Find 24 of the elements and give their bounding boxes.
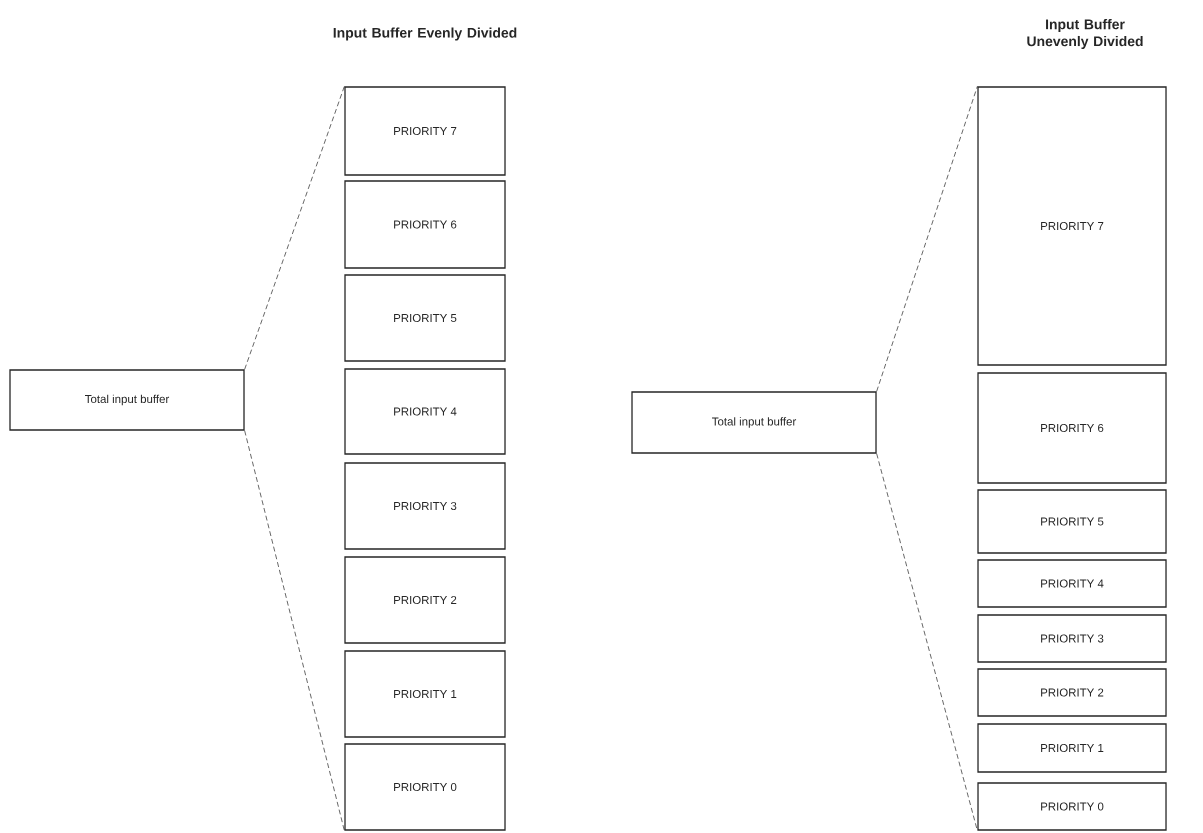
buffer-box: Total input buffer (9, 369, 245, 431)
buffer-box: PRIORITY 6 (344, 180, 506, 269)
buffer-box: PRIORITY 0 (344, 743, 506, 831)
zoom-line (876, 453, 978, 831)
buffer-box: PRIORITY 6 (977, 372, 1167, 484)
column-heading: Input Buffer Evenly Divided (333, 27, 517, 41)
buffer-box: PRIORITY 7 (977, 86, 1167, 366)
zoom-line (244, 430, 345, 831)
buffer-box: PRIORITY 2 (977, 668, 1167, 717)
buffer-box: PRIORITY 0 (977, 782, 1167, 831)
buffer-box: PRIORITY 2 (344, 556, 506, 644)
buffer-box: PRIORITY 3 (977, 614, 1167, 663)
buffer-box: PRIORITY 1 (344, 650, 506, 738)
buffer-box: PRIORITY 5 (344, 274, 506, 362)
buffer-box: PRIORITY 4 (977, 559, 1167, 608)
buffer-box: Total input buffer (631, 391, 877, 454)
buffer-box: PRIORITY 1 (977, 723, 1167, 773)
buffer-box: PRIORITY 5 (977, 489, 1167, 554)
buffer-box: PRIORITY 3 (344, 462, 506, 550)
zoom-line (244, 86, 345, 370)
zoom-line (876, 86, 978, 392)
column-heading: Input Buffer Unevenly Divided (1027, 19, 1143, 49)
buffer-box: PRIORITY 7 (344, 86, 506, 176)
buffer-box: PRIORITY 4 (344, 368, 506, 455)
